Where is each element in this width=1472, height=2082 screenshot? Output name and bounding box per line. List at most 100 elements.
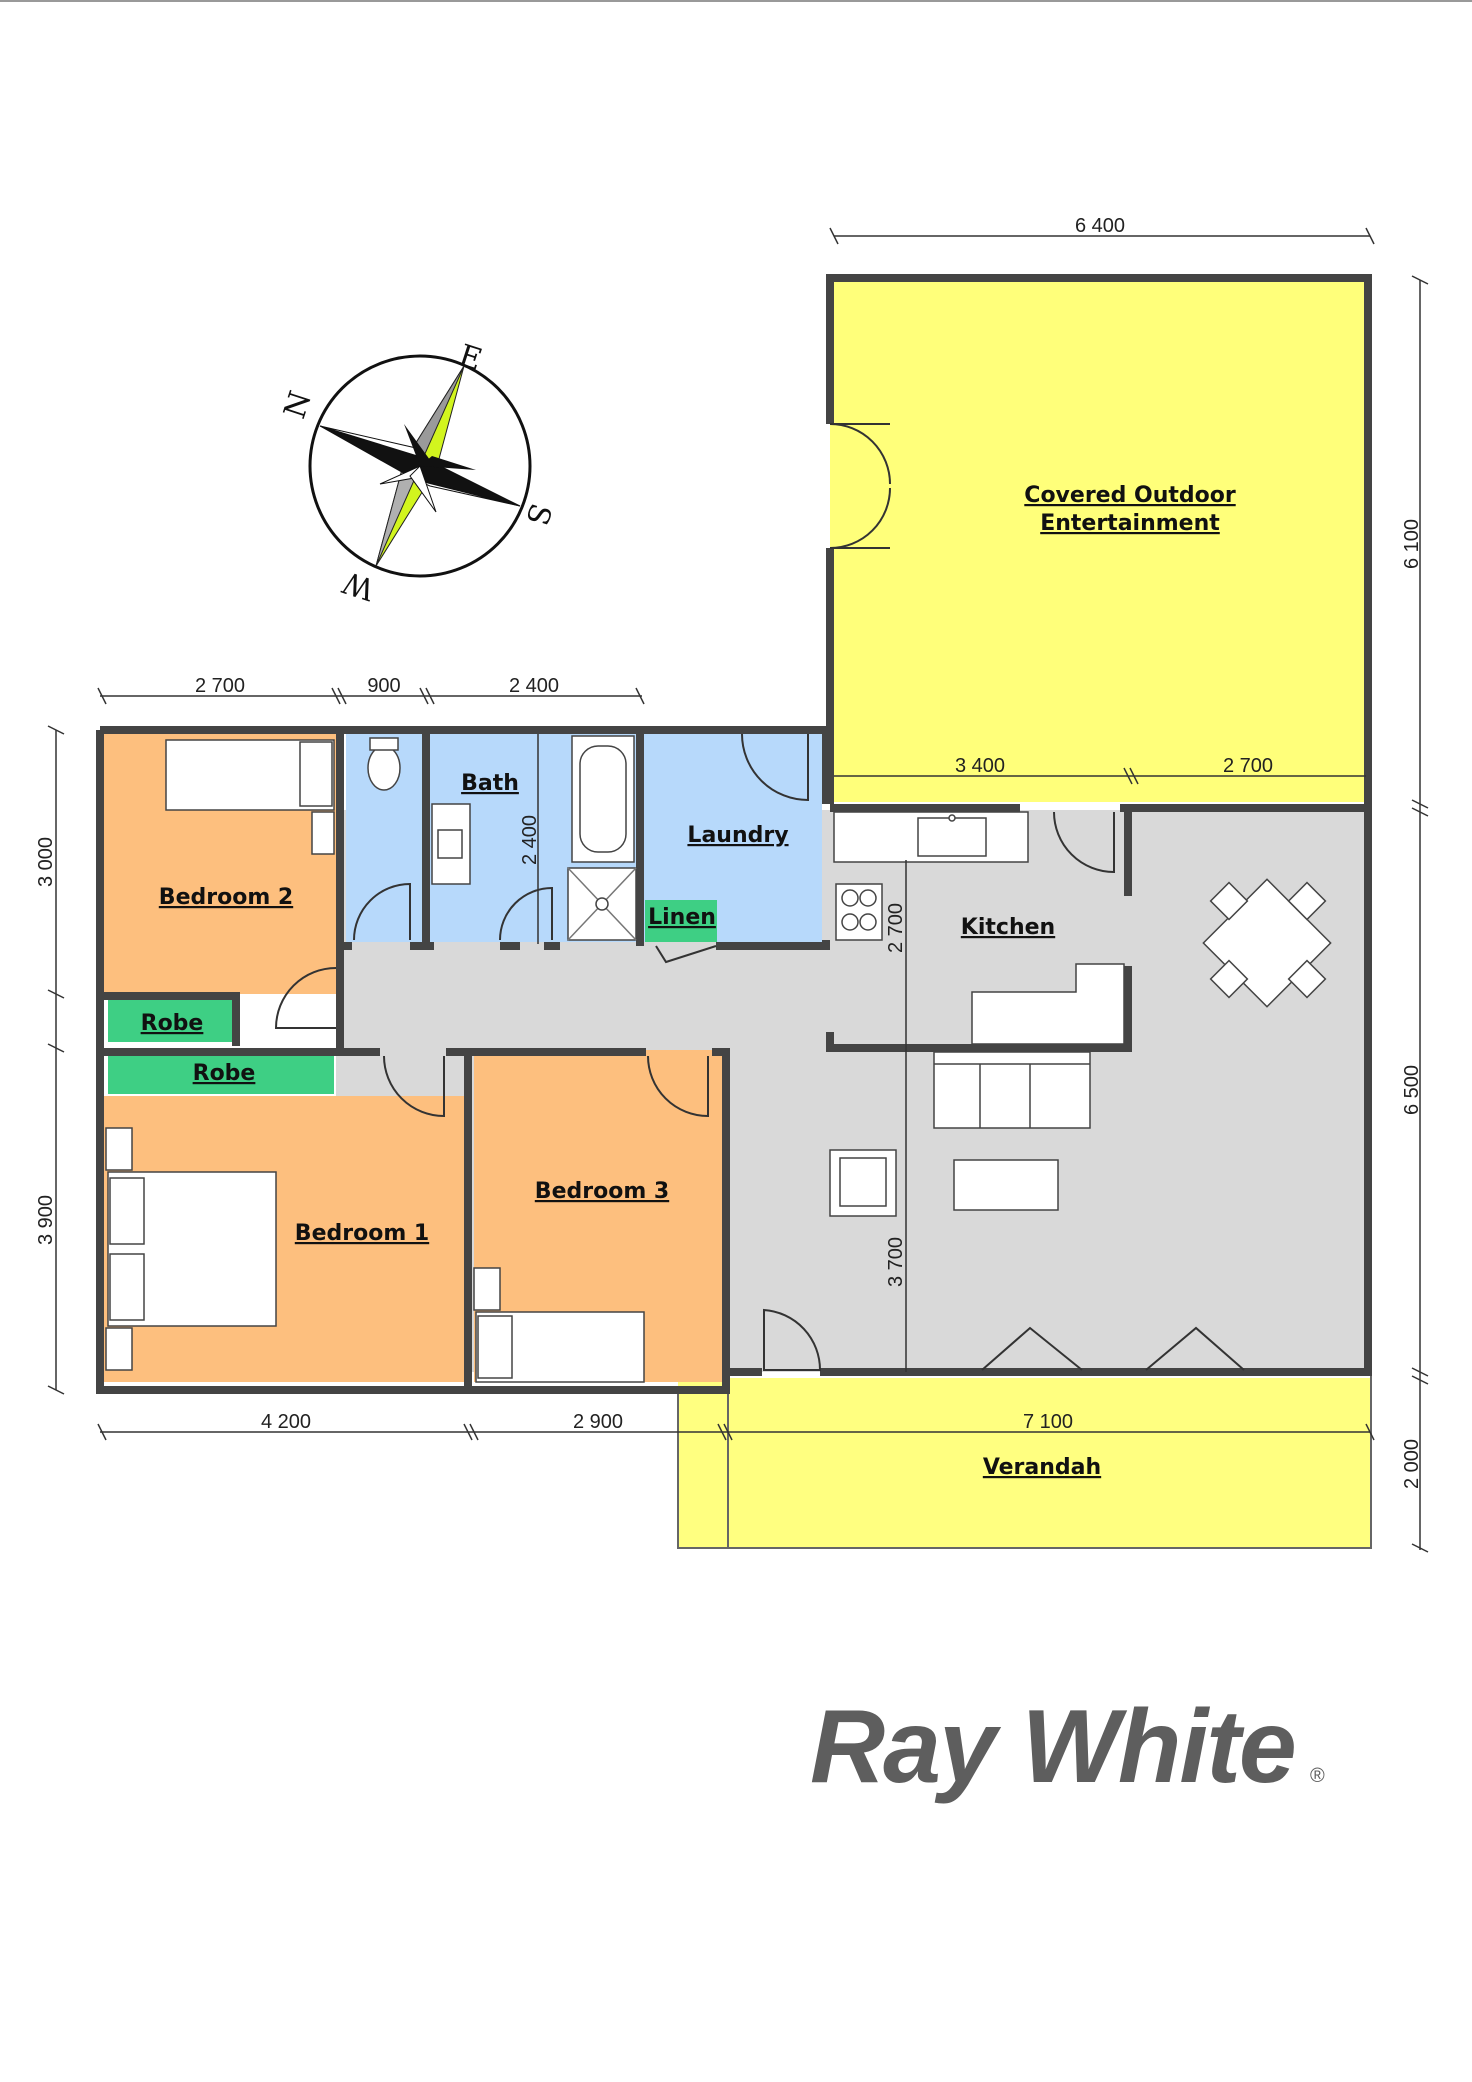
coffee-table bbox=[953, 1159, 1059, 1211]
sink-tap bbox=[948, 814, 956, 822]
laundry-door bbox=[741, 733, 809, 802]
brand-name: Ray White bbox=[810, 1689, 1295, 1805]
outer-wall-left bbox=[96, 730, 730, 1394]
kitchen-door bbox=[1053, 811, 1115, 874]
wet-bottom-walls bbox=[340, 940, 830, 950]
dim-bath-width: 2 400 bbox=[509, 675, 559, 697]
dimension-labels: 6 400 6 100 2 700 900 2 400 2 400 3 000 … bbox=[35, 215, 1423, 1489]
sofa-cushions bbox=[934, 1063, 1090, 1128]
bedroom1-side-table-top bbox=[105, 1127, 133, 1171]
bedroom1-pillow-2 bbox=[109, 1253, 145, 1321]
dim-bed2-height: 3 000 bbox=[35, 837, 57, 887]
bedroom3-pillow bbox=[477, 1315, 513, 1379]
kitchen-island bbox=[971, 963, 1125, 1045]
armchair-seat bbox=[839, 1157, 887, 1207]
compass-rose: N E S W bbox=[278, 338, 558, 606]
dim-verandah-height: 2 000 bbox=[1401, 1439, 1423, 1489]
label-linen: Linen bbox=[648, 905, 716, 930]
dim-outdoor-bottom-right: 2 700 bbox=[1223, 755, 1273, 777]
dining-chair-1 bbox=[1209, 881, 1249, 921]
label-kitchen: Kitchen bbox=[961, 915, 1055, 940]
bedroom1-pillow-1 bbox=[109, 1177, 145, 1245]
outdoor-fill bbox=[830, 280, 1365, 802]
burner-1 bbox=[841, 889, 859, 907]
compass-letter-south: S bbox=[518, 499, 558, 529]
dining-chair-4 bbox=[1287, 959, 1327, 999]
front-door bbox=[763, 1308, 822, 1371]
robe-upper-fill bbox=[108, 1000, 234, 1042]
doors bbox=[274, 423, 1245, 1371]
label-outdoor-line1: Covered Outdoor bbox=[1024, 483, 1236, 508]
outdoor-door-left bbox=[829, 423, 891, 485]
compass-minor-nw bbox=[409, 465, 437, 513]
label-bedroom1: Bedroom 1 bbox=[295, 1221, 429, 1246]
dim-main-height: 6 500 bbox=[1401, 1065, 1423, 1115]
dim-top-outdoor: 6 400 bbox=[1075, 215, 1125, 237]
burner-2 bbox=[859, 889, 877, 907]
dim-bottom-verandah: 7 100 bbox=[1023, 1411, 1073, 1433]
wc-door bbox=[353, 882, 411, 941]
compass-letter-east: E bbox=[454, 338, 486, 378]
dim-living-depth: 3 700 bbox=[885, 1237, 907, 1287]
label-laundry: Laundry bbox=[687, 823, 788, 848]
toilet bbox=[367, 745, 401, 791]
linen-fill bbox=[645, 900, 717, 942]
cooktop bbox=[835, 883, 883, 941]
label-bedroom3: Bedroom 3 bbox=[535, 1179, 669, 1204]
kitchen-partition bbox=[826, 808, 1132, 1052]
compass-letter-north: N bbox=[278, 387, 319, 423]
outer-wall-right bbox=[820, 804, 1372, 1376]
label-bedroom2: Bedroom 2 bbox=[159, 885, 293, 910]
dim-bottom-bed1: 4 200 bbox=[261, 1411, 311, 1433]
dim-outdoor-bottom-left: 3 400 bbox=[955, 755, 1005, 777]
dim-wc-width: 900 bbox=[367, 675, 400, 697]
dim-outdoor-height: 6 100 bbox=[1401, 519, 1423, 569]
room-fills bbox=[104, 280, 1371, 1548]
burner-3 bbox=[841, 913, 859, 931]
bath-door bbox=[499, 886, 553, 941]
compass-minor-se bbox=[420, 456, 476, 470]
bedroom3-door bbox=[647, 1055, 709, 1118]
bedroom1-side-table-bottom bbox=[105, 1327, 133, 1371]
basin bbox=[437, 829, 463, 859]
toilet-cistern bbox=[369, 737, 399, 751]
furniture bbox=[105, 735, 1332, 1383]
bedroom-dividers bbox=[340, 1048, 730, 1390]
label-verandah: Verandah bbox=[983, 1455, 1101, 1480]
verandah-fill bbox=[678, 1378, 1371, 1548]
burner-4 bbox=[859, 913, 877, 931]
dim-bottom-bed3: 2 900 bbox=[573, 1411, 623, 1433]
dim-bed1-height: 3 900 bbox=[35, 1195, 57, 1245]
room-labels: Covered Outdoor Entertainment Bedroom 2 … bbox=[141, 483, 1236, 1480]
bathtub-inner bbox=[579, 745, 627, 853]
brand-logo: Ray White ® bbox=[810, 1689, 1325, 1805]
dim-bed2-width: 2 700 bbox=[195, 675, 245, 697]
kitchen-sink bbox=[917, 817, 987, 857]
linen-door bbox=[655, 945, 717, 964]
robe-lower-fill bbox=[108, 1052, 334, 1094]
brand-registered-mark: ® bbox=[1310, 1765, 1325, 1787]
bifold-door-left bbox=[981, 1326, 1083, 1371]
bifold-door-right bbox=[1145, 1326, 1245, 1371]
bedroom1-door bbox=[383, 1055, 445, 1118]
bedroom2-door bbox=[274, 967, 337, 1029]
outdoor-door-right bbox=[829, 487, 891, 549]
shower-drain bbox=[595, 897, 609, 911]
label-robe-upper: Robe bbox=[141, 1011, 204, 1036]
label-outdoor-line2: Entertainment bbox=[1040, 511, 1220, 536]
dim-kitchen-depth: 2 700 bbox=[885, 903, 907, 953]
verandah-outline bbox=[677, 1376, 1372, 1549]
dining-chair-2 bbox=[1287, 881, 1327, 921]
bedroom2-pillow bbox=[299, 741, 333, 807]
compass-letter-west: W bbox=[339, 564, 379, 607]
dim-bath-depth: 2 400 bbox=[519, 815, 541, 865]
compass-minor-ne bbox=[404, 424, 430, 466]
label-bath: Bath bbox=[461, 771, 519, 796]
bedroom3-side-table bbox=[473, 1267, 501, 1311]
walls bbox=[96, 274, 1372, 1394]
bedroom2-side-table bbox=[311, 811, 335, 855]
hall-fill bbox=[336, 942, 826, 1042]
dimension-lines bbox=[47, 227, 1429, 1553]
label-robe-lower: Robe bbox=[193, 1061, 256, 1086]
